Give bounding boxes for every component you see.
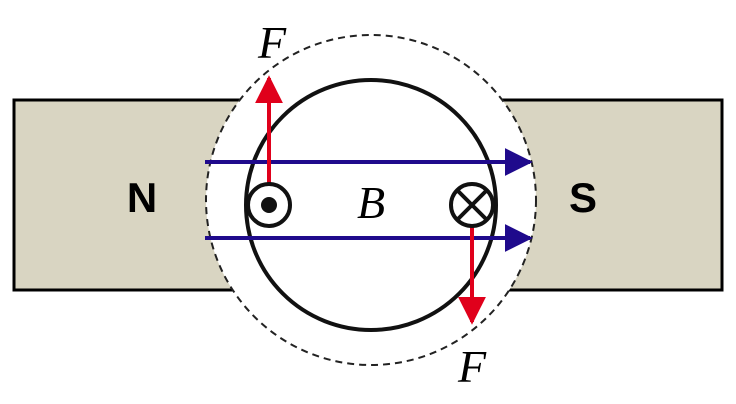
force-label-top: F xyxy=(257,17,287,68)
force-label-bottom: F xyxy=(457,341,487,392)
dot-in-circle-icon xyxy=(246,182,292,228)
field-label: B xyxy=(357,177,385,228)
south-pole-label: S xyxy=(569,174,597,221)
north-pole-label: N xyxy=(127,174,157,221)
cross-in-circle-icon xyxy=(449,182,495,228)
